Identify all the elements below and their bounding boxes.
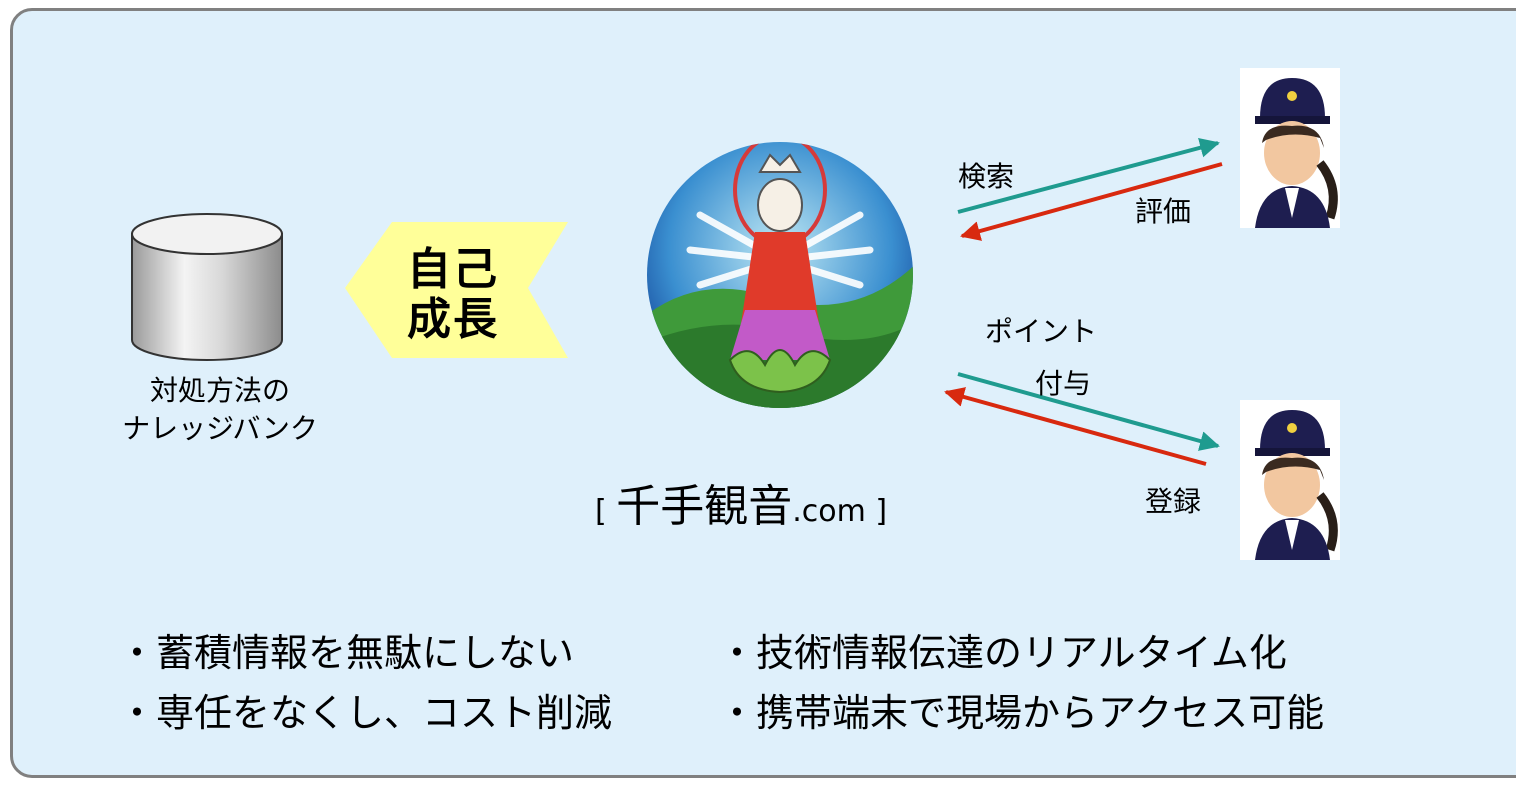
growth-label: 自己 成長 xyxy=(398,245,508,345)
register-arrow xyxy=(944,387,1207,466)
site-name-suffix: .com ] xyxy=(792,494,888,529)
point-label-line1: ポイント xyxy=(985,315,1098,348)
bullet-item: ・蓄積情報を無駄にしない xyxy=(118,631,575,675)
database-label: 対処方法の ナレッジバンク xyxy=(95,372,345,448)
database-label-line1: 対処方法の xyxy=(149,374,290,407)
point-arrow xyxy=(957,372,1220,451)
search-label: 検索 xyxy=(958,160,1015,193)
rate-label: 評価 xyxy=(1135,195,1192,228)
point-label-line2: 付与 xyxy=(1035,367,1092,400)
site-name: [ 千手観音.com ] xyxy=(595,470,887,534)
growth-label-line2: 成長 xyxy=(407,294,499,345)
rate-arrow xyxy=(960,162,1223,241)
database-icon xyxy=(131,213,283,361)
site-name-main: 千手観音 xyxy=(616,481,793,532)
user-icon xyxy=(1240,400,1340,560)
user-icon xyxy=(1240,68,1340,228)
growth-arrow xyxy=(345,222,568,358)
kannon-icon xyxy=(647,142,913,408)
bullet-item: ・専任をなくし、コスト削減 xyxy=(118,691,613,735)
bullet-item: ・携帯端末で現場からアクセス可能 xyxy=(718,691,1325,735)
bullet-item: ・技術情報伝達のリアルタイム化 xyxy=(718,631,1287,675)
growth-label-line1: 自己 xyxy=(407,244,499,295)
site-name-prefix: [ xyxy=(595,494,617,529)
database-label-line2: ナレッジバンク xyxy=(122,412,318,445)
search-arrow xyxy=(957,137,1220,214)
register-label: 登録 xyxy=(1145,485,1202,518)
